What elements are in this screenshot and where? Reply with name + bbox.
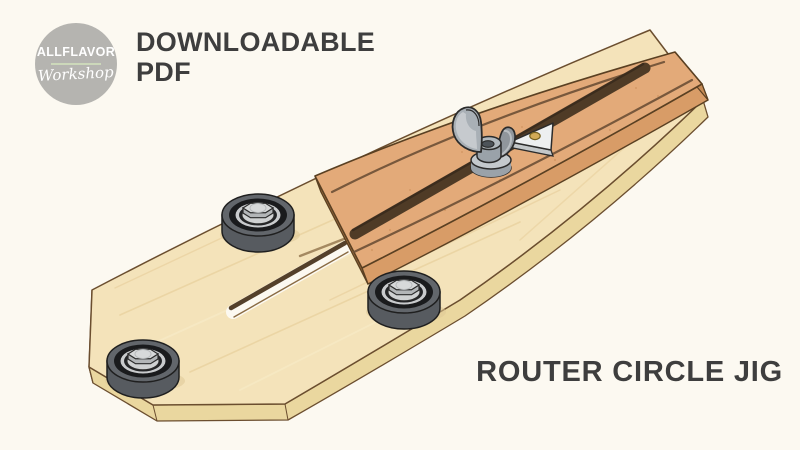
bearing: [105, 339, 185, 399]
bolt-hex-top: [387, 279, 421, 291]
page-title: ROUTER CIRCLE JIG: [476, 356, 783, 388]
bolt-top-shading: [249, 203, 267, 213]
base-slot: [226, 240, 354, 319]
pointer-brass-hole: [529, 131, 541, 141]
banner-text: DOWNLOADABLE PDF: [136, 27, 375, 87]
banner-line-1: DOWNLOADABLE: [136, 27, 376, 57]
bolt-top-shading: [395, 280, 413, 290]
bolt-top-shading: [134, 349, 152, 359]
rail-cast-shadow: [298, 235, 351, 258]
bolt-hex-top: [126, 348, 160, 360]
wing-nut: [451, 106, 516, 178]
logo-brand-name: ALLFLAVOR: [36, 45, 116, 60]
base-edge-ticks: [152, 403, 289, 422]
rail-grooves: [330, 60, 694, 254]
logo-brand-subname: Workshop: [37, 62, 115, 85]
banner-line-2: PDF: [136, 57, 191, 87]
bolt-hex-top: [241, 202, 275, 214]
logo-badge: ALLFLAVOR Workshop: [35, 23, 117, 105]
bearing: [366, 270, 446, 330]
hub-hole: [481, 140, 495, 148]
logo-divider: [51, 62, 101, 65]
wing-left-edge-line: [465, 109, 480, 127]
wing-right-highlight: [500, 129, 513, 156]
bearing: [220, 193, 300, 253]
wing-left-inner-face: [455, 112, 477, 149]
